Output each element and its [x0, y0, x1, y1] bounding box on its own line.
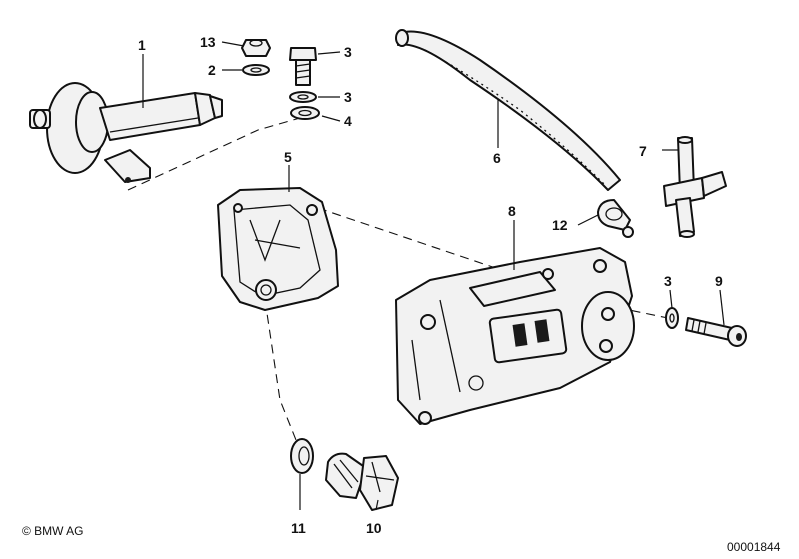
callout-2: 3 [344, 44, 352, 60]
part-3-washer-middle [289, 91, 317, 103]
part-3-washer-right [665, 307, 679, 329]
part-5-bracket [217, 187, 339, 311]
callout-3-upper: 2 [208, 62, 216, 78]
callout-3-right: 3 [664, 273, 672, 289]
part-13-nut [241, 39, 271, 57]
callout-3-middle: 3 [344, 89, 352, 105]
part-9-screw [685, 317, 747, 347]
callout-leader-lines [142, 41, 725, 511]
part-1-vacuum-unit [29, 82, 223, 183]
callout-7: 7 [639, 143, 647, 159]
part-3-washer-upper [242, 64, 270, 76]
callout-8: 8 [508, 203, 516, 219]
part-7-t-connector [663, 136, 727, 238]
part-6-hose [395, 29, 621, 191]
callout-13: 13 [200, 34, 216, 50]
callout-6: 6 [493, 150, 501, 166]
copyright-text: © BMW AG [22, 524, 84, 538]
part-4-lock-washer [290, 106, 320, 120]
diagram-number: 00001844 [727, 540, 781, 554]
callout-5: 5 [284, 149, 292, 165]
callout-11: 11 [291, 520, 306, 536]
callout-12: 12 [552, 217, 568, 233]
callout-labels: 1 13 2 3 3 4 5 6 7 8 12 3 9 11 10 [138, 34, 723, 536]
part-10-hollow-bolt [325, 452, 399, 511]
callout-10: 10 [366, 520, 382, 536]
callout-9: 9 [715, 273, 723, 289]
callout-4: 4 [344, 113, 352, 129]
part-12-hose-clamp [597, 199, 634, 238]
part-8-actuator-housing [395, 247, 635, 425]
part-11-seal-ring [290, 438, 314, 474]
part-2-bolt [289, 47, 317, 86]
callout-1: 1 [138, 37, 146, 53]
